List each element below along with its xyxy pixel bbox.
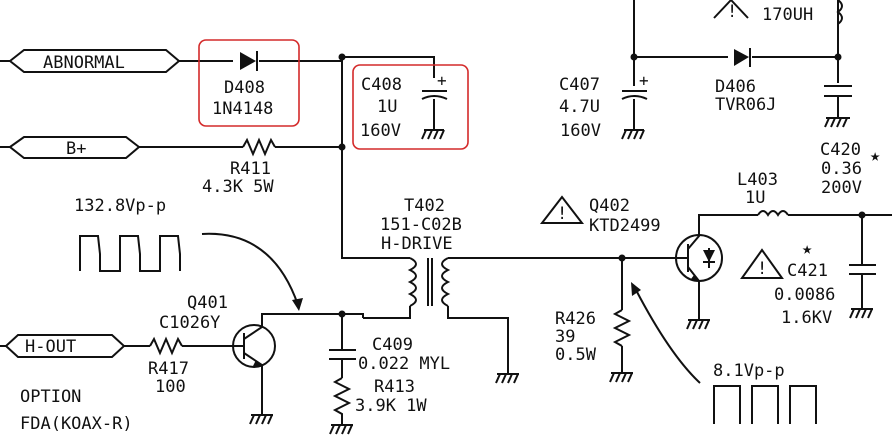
abnormal-label: ABNORMAL (43, 53, 125, 73)
r417-ref: R417 (148, 359, 189, 379)
q402-net (609, 254, 674, 383)
l402-partial-symbol: ! (713, 0, 843, 25)
d408-value: 1N4148 (212, 99, 273, 119)
c408-value: 1U (377, 97, 397, 117)
r411-value: 4.3K 5W (202, 177, 274, 197)
c408-ref: C408 (361, 75, 402, 95)
r426-power: 0.5W (555, 345, 597, 365)
c407-capacitor-symbol (621, 90, 648, 140)
bplus-net (139, 137, 346, 157)
l403-inductor-symbol (757, 210, 892, 319)
l403-ref: L403 (737, 170, 778, 190)
q401-ref: Q401 (187, 293, 228, 313)
hout-connector[interactable]: H-OUT (0, 334, 126, 358)
d406-diode-symbol (734, 48, 751, 67)
l403-value: 1U (745, 188, 765, 208)
c421-star: ★ (802, 239, 812, 259)
t402-ref: T402 (404, 196, 445, 216)
c407-voltage: 160V (560, 121, 601, 141)
t402-part: 151-C02B (380, 215, 462, 235)
hout-label: H-OUT (25, 337, 76, 357)
c421-warning-mark: ! (757, 259, 767, 279)
waveform-right-trace (713, 385, 817, 424)
c408-polarity: + (437, 71, 447, 90)
c421-value: 0.0086 (774, 285, 835, 305)
bplus-connector[interactable]: B+ (0, 136, 141, 159)
top-right-net (630, 0, 842, 86)
c408-capacitor-symbol (421, 90, 448, 140)
waveform-right-arrow (635, 289, 701, 384)
option-note: OPTION (20, 387, 81, 407)
d408-diode-symbol (240, 51, 258, 71)
q402-transistor-symbol (674, 214, 758, 330)
c407-ref: C407 (559, 75, 600, 95)
waveform-right-label: 8.1Vp-p (713, 361, 785, 381)
q402-warning-mark: ! (557, 204, 567, 224)
l402-warning-mark: ! (727, 2, 737, 22)
abnormal-net (179, 53, 435, 259)
c407-polarity: + (639, 71, 649, 90)
d408-ref: D408 (224, 78, 265, 98)
q402-ref: Q402 (589, 196, 630, 216)
bplus-label: B+ (66, 139, 86, 159)
waveform-left-arrow (201, 232, 299, 306)
r426-ref: R426 (555, 309, 596, 329)
c420-capacitor-symbol (824, 85, 852, 128)
hout-net (124, 336, 234, 356)
c408-voltage: 160V (360, 121, 401, 141)
c420-star: ★ (870, 146, 880, 166)
r426-value: 39 (555, 327, 575, 347)
q401-part: C1026Y (159, 313, 220, 333)
q402-part: KTD2499 (589, 216, 661, 236)
waveform-right-arrowhead (631, 282, 641, 296)
r411-ref: R411 (230, 159, 271, 179)
c407-value: 4.7U (559, 97, 600, 117)
waveform-left-arrowhead (292, 298, 303, 311)
l402-value: 170UH (762, 5, 813, 25)
d406-value: TVR06J (715, 95, 776, 115)
d408-highlight (198, 39, 300, 127)
r417-value: 100 (155, 377, 186, 397)
q401-transistor-symbol (232, 313, 342, 425)
c421-voltage: 1.6KV (781, 308, 832, 328)
d406-ref: D406 (715, 77, 756, 97)
r413-ref: R413 (374, 377, 415, 397)
c420-ref: C420 (820, 140, 861, 160)
r413-value: 3.9K 1W (355, 396, 427, 416)
fda-note: FDA(KOAX-R) (20, 414, 133, 434)
c409-r413-net (329, 310, 364, 435)
t402-transformer-symbol (363, 257, 622, 384)
waveform-left-trace (79, 235, 181, 272)
c409-ref: C409 (372, 335, 413, 355)
c420-value: 0.36 (821, 159, 862, 179)
t402-name: H-DRIVE (381, 234, 453, 254)
c420-voltage: 200V (821, 178, 862, 198)
c421-warning-triangle (740, 248, 784, 279)
c408-highlight (352, 64, 469, 150)
q402-warning-triangle (539, 195, 585, 224)
c421-ref: C421 (787, 261, 828, 281)
abnormal-connector[interactable]: ABNORMAL (0, 49, 181, 73)
c409-value: 0.022 MYL (358, 354, 450, 374)
waveform-left-label: 132.8Vp-p (74, 196, 166, 216)
